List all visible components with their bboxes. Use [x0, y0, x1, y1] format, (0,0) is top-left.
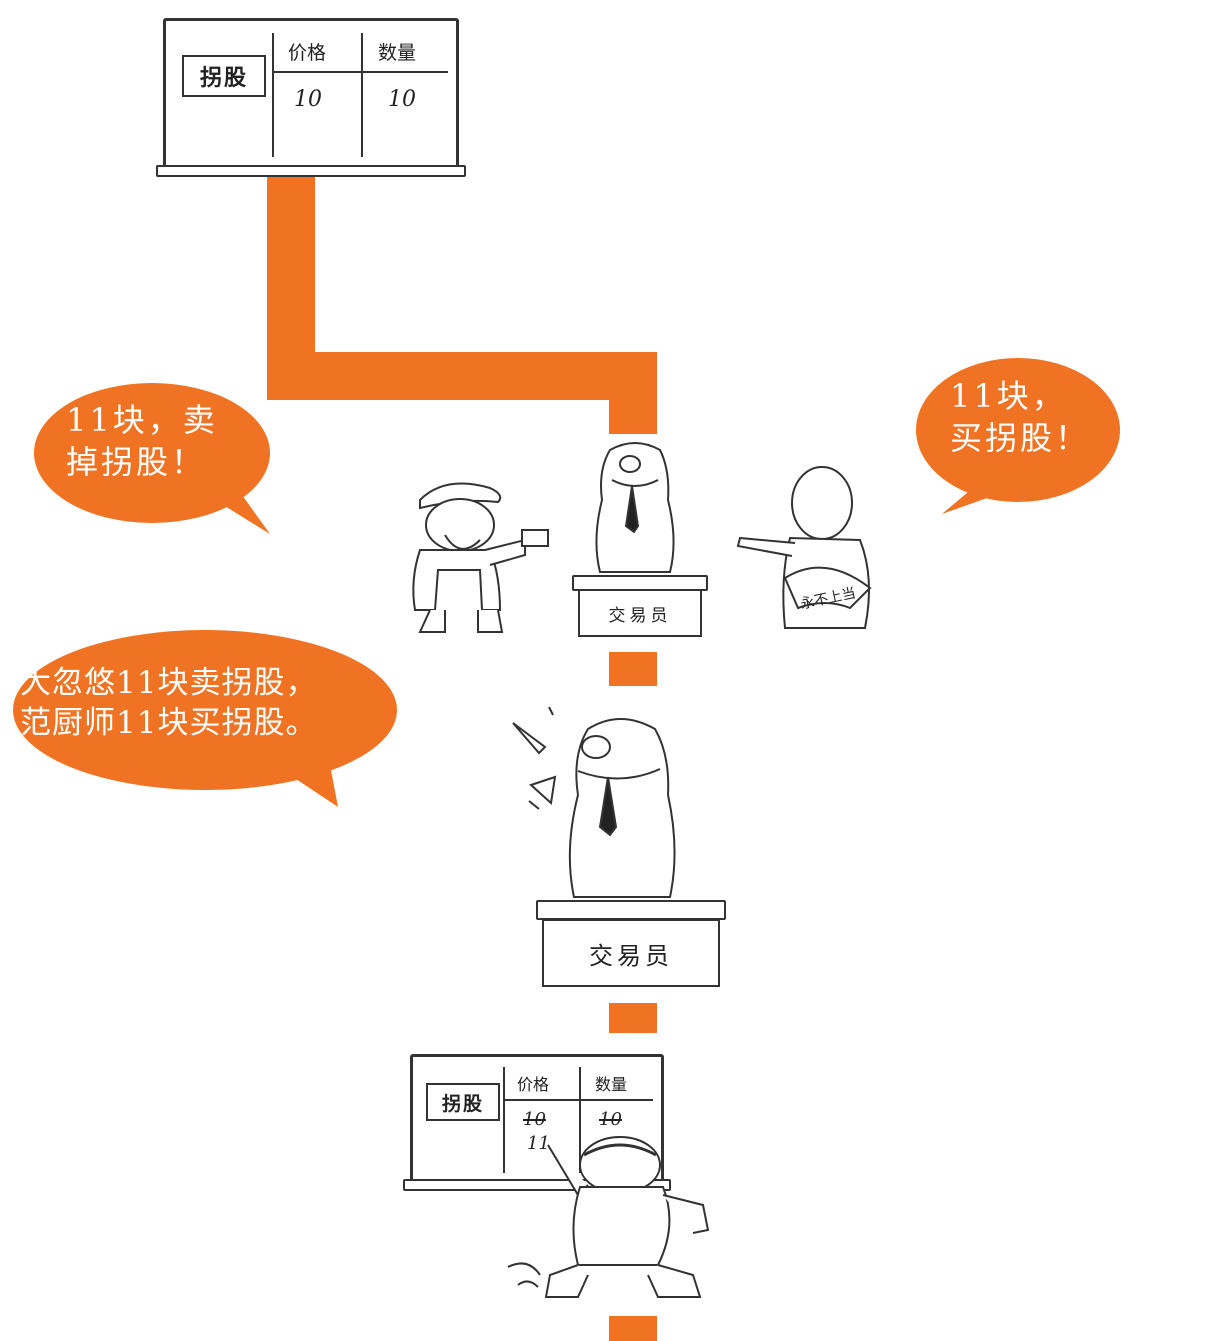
connector-dash-1: [609, 652, 657, 686]
quantity-header: 数量: [378, 42, 417, 64]
connector-dash-3: [609, 1316, 657, 1341]
writing-character-illustration: [507, 1136, 710, 1298]
narration-line2: 范厨师11块买拐股。: [20, 705, 318, 742]
trader-podium: 交易员: [572, 575, 708, 637]
board-header-line: [503, 1099, 653, 1101]
buyer-character-illustration: [736, 466, 872, 629]
bubble-shape: [34, 383, 270, 534]
connector-vertical-drop: [609, 352, 657, 434]
price-value: 10: [294, 87, 322, 112]
podium-label-large: 交易员: [589, 941, 673, 970]
bubble-buyer-line2: 买拐股！: [950, 418, 1091, 457]
stock-board-top: 拐股 价格 数量 10 10: [156, 18, 466, 177]
bubble-shape: [916, 358, 1120, 514]
bubble-seller-line2: 掉拐股！: [66, 442, 207, 481]
narration-bubble: 大忽悠11块卖拐股， 范厨师11块买拐股。: [10, 625, 400, 810]
quantity-value: 10: [388, 87, 416, 112]
connector-horizontal: [267, 352, 657, 400]
stock-name-text: 拐股: [441, 1092, 484, 1115]
bubble-seller-line1: 11块，卖: [66, 401, 218, 439]
board-divider: [579, 1067, 581, 1173]
bubble-buyer-line1: 11块，: [950, 377, 1067, 415]
stock-name-text: 拐股: [199, 65, 248, 91]
narration-line1: 大忽悠11块卖拐股，: [20, 665, 318, 701]
connector-dash-2: [609, 1003, 657, 1033]
board-divider: [503, 1067, 505, 1173]
new-price-value: 11: [527, 1133, 550, 1154]
board-divider: [272, 33, 274, 157]
board-ledge: [156, 165, 466, 177]
speech-bubble-seller: 11块，卖 掉拐股！: [32, 378, 277, 538]
bear-trader-illustration: [595, 442, 675, 573]
old-price-value: 10: [523, 1109, 546, 1130]
seller-character-illustration: [412, 482, 549, 633]
stock-name-label: 拐股: [182, 55, 266, 97]
bear-trader-large-illustration: [568, 718, 676, 898]
price-header: 价格: [517, 1075, 550, 1094]
podium-label: 交易员: [608, 605, 672, 626]
stock-name-label: 拐股: [426, 1083, 500, 1121]
trader-podium-large: 交易员: [536, 900, 726, 988]
bubble-shape: [13, 630, 397, 807]
board-divider: [361, 33, 363, 157]
price-header: 价格: [288, 42, 327, 64]
old-quantity-value: 10: [599, 1109, 622, 1130]
speech-bubble-buyer: 11块， 买拐股！: [912, 352, 1122, 517]
exclamation-marks: [512, 706, 557, 810]
quantity-header: 数量: [595, 1075, 628, 1094]
board-header-line: [272, 71, 448, 73]
